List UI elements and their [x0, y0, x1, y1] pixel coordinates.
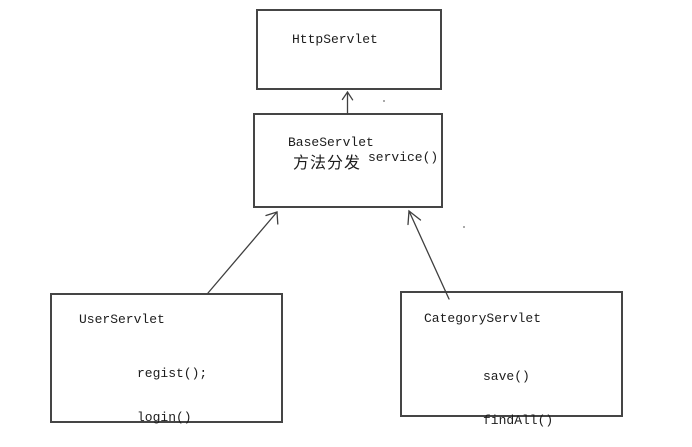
class-title: UserServlet — [79, 312, 165, 327]
method-item: login() — [137, 409, 192, 425]
inheritance-arrow-category-to-base — [407, 209, 450, 300]
class-box-baseservlet: BaseServlet 方法分发 service() — [253, 113, 443, 208]
class-title: BaseServlet — [288, 135, 374, 150]
class-title: CategoryServlet — [424, 311, 542, 326]
artifact-dot — [463, 226, 465, 228]
artifact-dot — [383, 100, 385, 102]
inheritance-arrow-base-to-http — [341, 90, 354, 115]
method-item: findAll() — [483, 412, 554, 428]
inheritance-arrow-user-to-base — [207, 211, 279, 294]
method-item: save() — [483, 369, 530, 384]
class-subtitle-method-dispatch: 方法分发 — [293, 155, 362, 172]
method-list: save() findAll() findOne() .... — [483, 341, 553, 447]
class-box-httpservlet: HttpServlet — [256, 9, 442, 90]
class-title: HttpServlet — [292, 32, 378, 47]
service-method-label: service() — [368, 150, 439, 165]
class-box-categoryservlet: CategoryServlet save() findAll() findOne… — [400, 291, 623, 427]
method-list: regist(); login() findAll() .... — [137, 338, 207, 447]
method-item: regist(); — [137, 366, 208, 381]
class-box-userservlet: UserServlet regist(); login() findAll() … — [50, 293, 283, 424]
